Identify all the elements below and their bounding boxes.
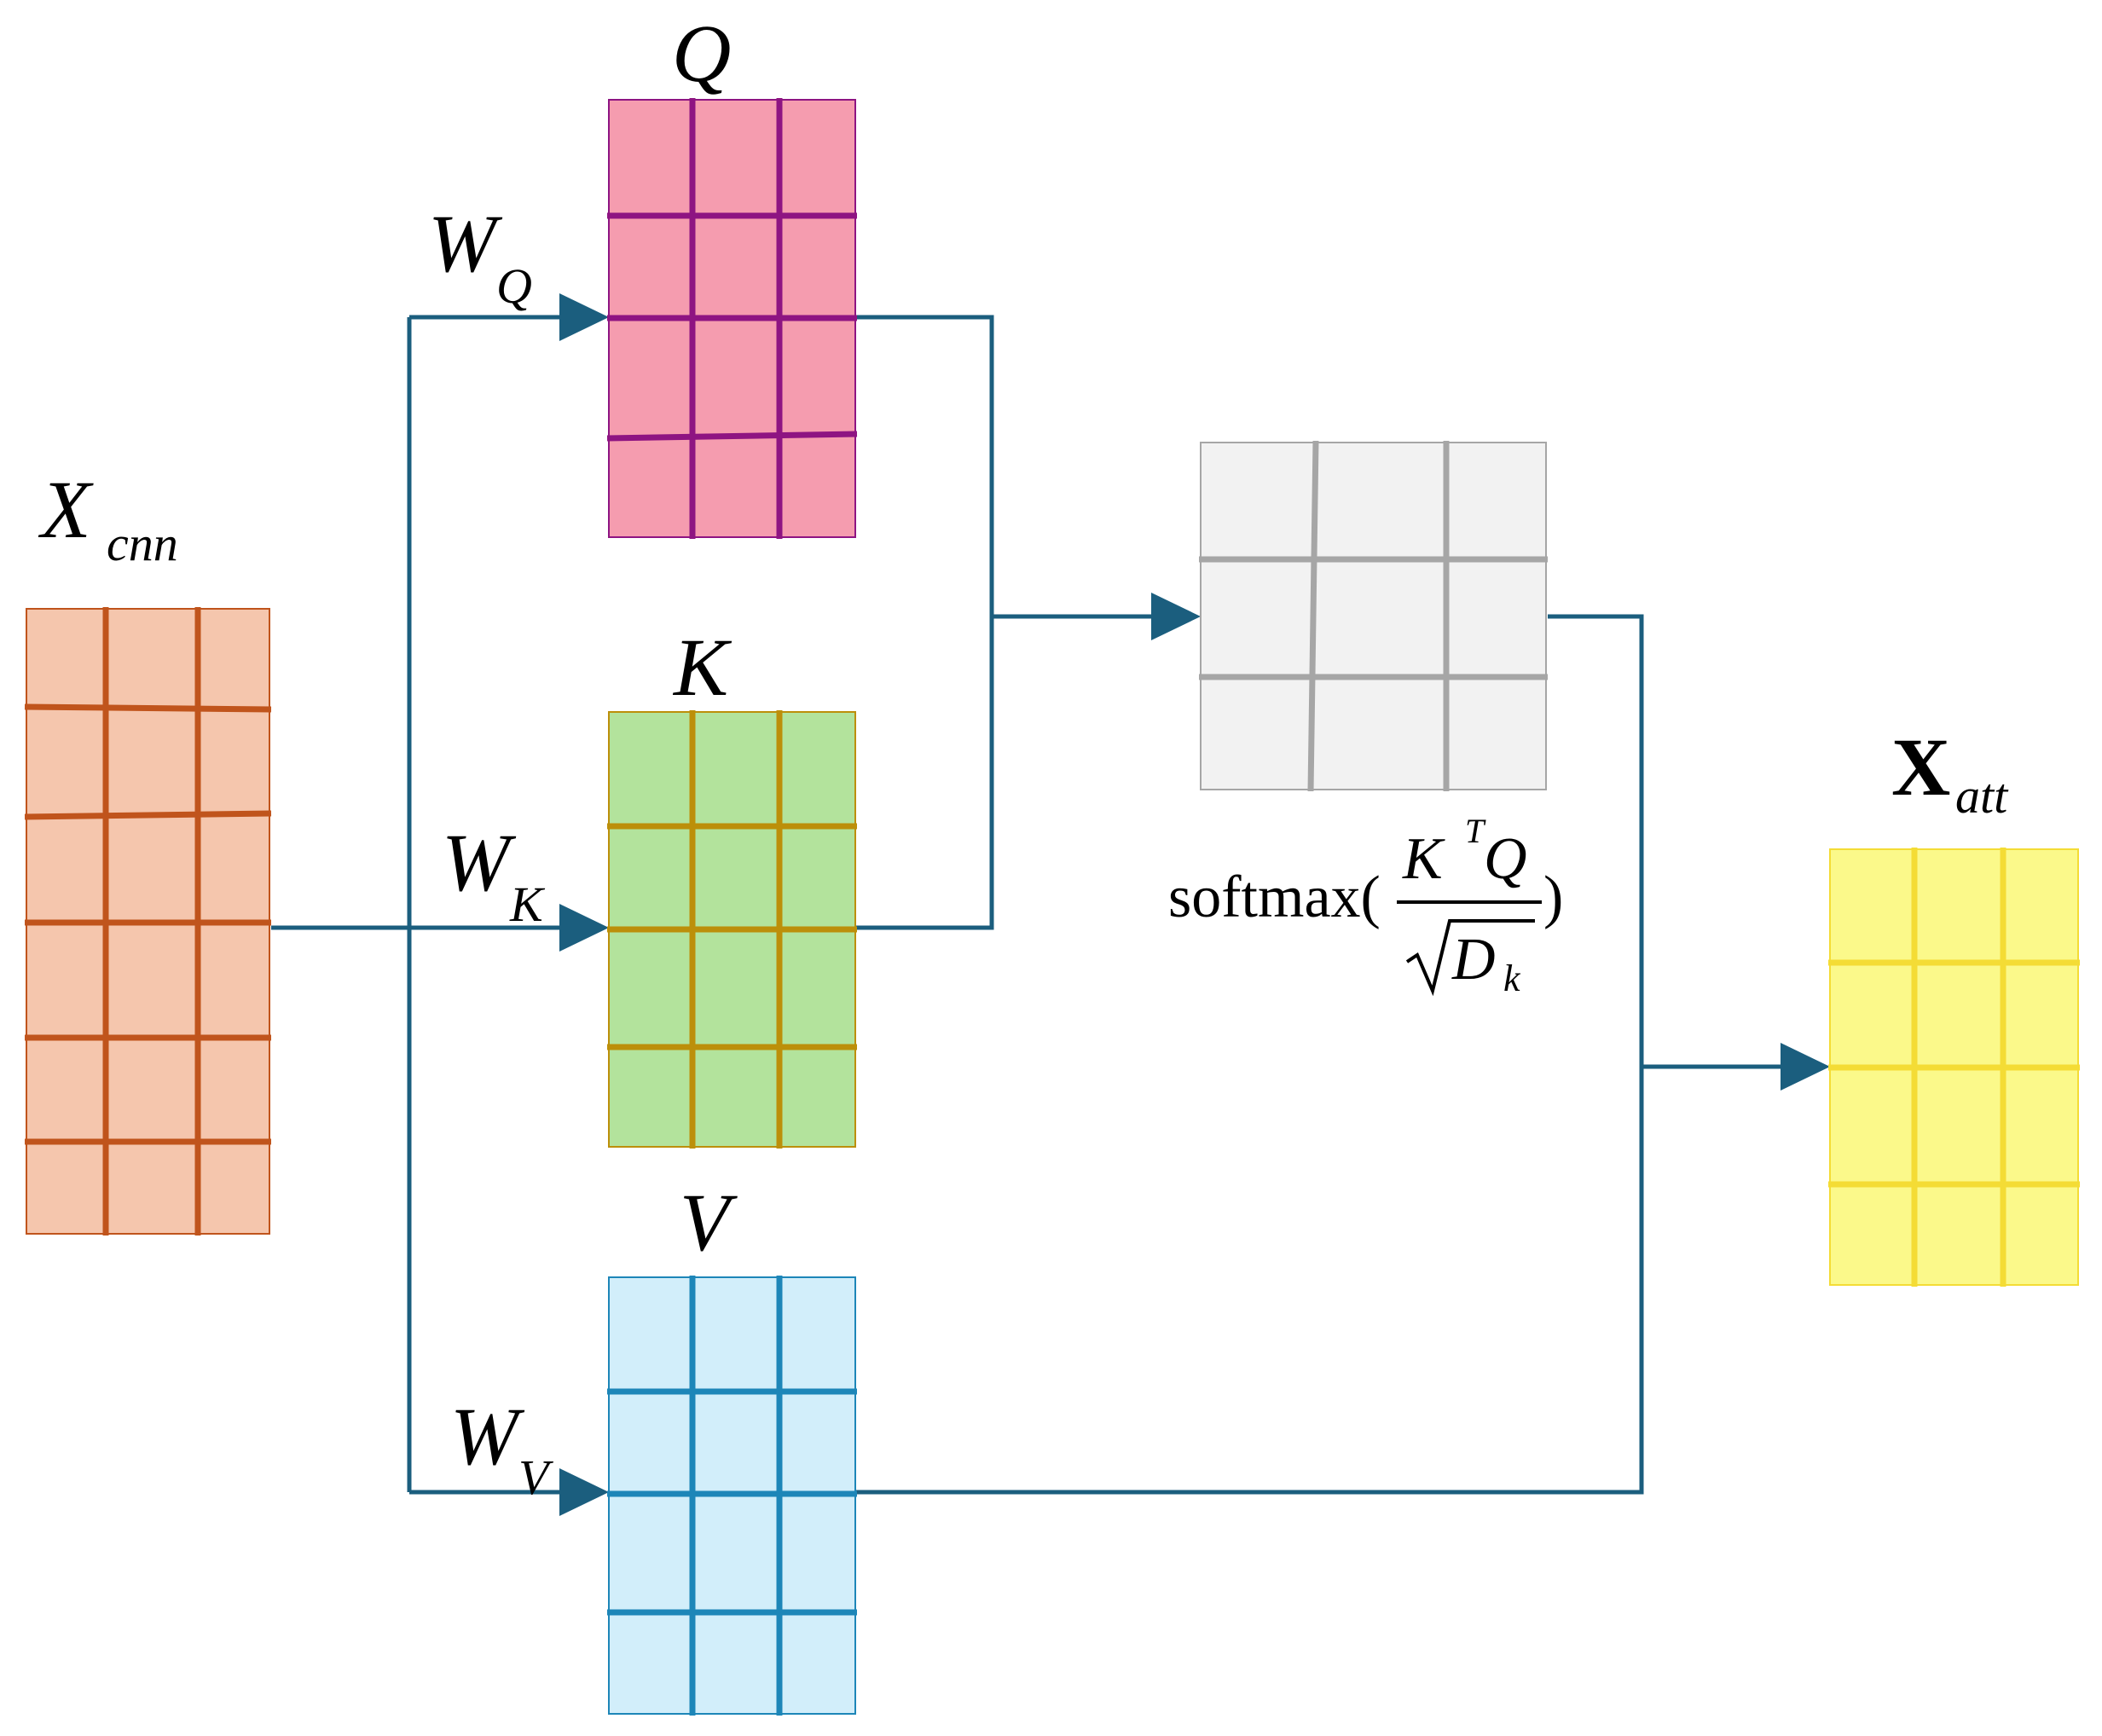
label-wq-main: W: [428, 198, 503, 289]
label-wk-main: W: [442, 817, 517, 908]
matrix-xcnn-gridlines: [24, 607, 272, 1235]
label-wq: W Q: [428, 198, 532, 314]
matrix-q: [606, 98, 858, 539]
label-xatt-main: X: [1891, 721, 1950, 813]
matrix-v: [607, 1276, 857, 1716]
arrowhead-v: [559, 1468, 609, 1516]
arrowhead-attention: [1151, 593, 1201, 640]
arrowheads: [559, 293, 1830, 1516]
matrix-xcnn: [24, 607, 272, 1235]
connector-attention-out: [855, 614, 1644, 1495]
matrix-attention-cell-area: [1200, 442, 1547, 790]
label-q: Q: [672, 8, 731, 99]
label-wv-main: W: [450, 1391, 525, 1482]
matrix-attention-gridlines: [1199, 440, 1548, 792]
matrix-q-gridlines: [606, 98, 858, 539]
label-xcnn: X cnn: [38, 464, 178, 571]
label-xcnn-main: X: [38, 464, 94, 555]
label-xatt: X att: [1891, 721, 2009, 824]
label-xatt-sub: att: [1955, 768, 2009, 824]
formula-func: softmax(: [1168, 865, 1381, 930]
arrowhead-k: [559, 904, 609, 952]
formula-numerator-q: Q: [1484, 826, 1527, 892]
matrix-xatt: [1828, 848, 2080, 1287]
formula-denominator-d: D: [1451, 927, 1496, 992]
formula-denominator-sub: k: [1503, 958, 1521, 999]
arrowhead-q: [559, 293, 609, 341]
label-xcnn-sub: cnn: [107, 516, 178, 571]
connectors: [271, 315, 1784, 1495]
matrix-k-gridlines: [607, 710, 857, 1149]
formula-softmax: softmax( K T Q D k ): [1168, 812, 1563, 999]
label-wv-sub: V: [518, 1450, 554, 1505]
matrix-attention: [1199, 440, 1548, 792]
label-k: K: [672, 622, 733, 713]
connector-q-out: [855, 315, 994, 930]
label-wk-sub: K: [509, 877, 546, 932]
arrowhead-xatt: [1781, 1043, 1830, 1091]
label-wk: W K: [442, 817, 546, 932]
formula-numerator-k: K: [1402, 826, 1445, 892]
label-wq-sub: Q: [496, 258, 532, 314]
formula-numerator-sup: T: [1465, 812, 1486, 850]
matrix-v-gridlines: [607, 1276, 857, 1716]
formula-sqrt-sign: [1405, 919, 1535, 997]
formula-close: ): [1543, 865, 1563, 930]
matrix-k: [607, 710, 857, 1149]
matrix-xatt-gridlines: [1828, 848, 2080, 1287]
label-v: V: [680, 1177, 738, 1268]
label-wv: W V: [450, 1391, 554, 1505]
